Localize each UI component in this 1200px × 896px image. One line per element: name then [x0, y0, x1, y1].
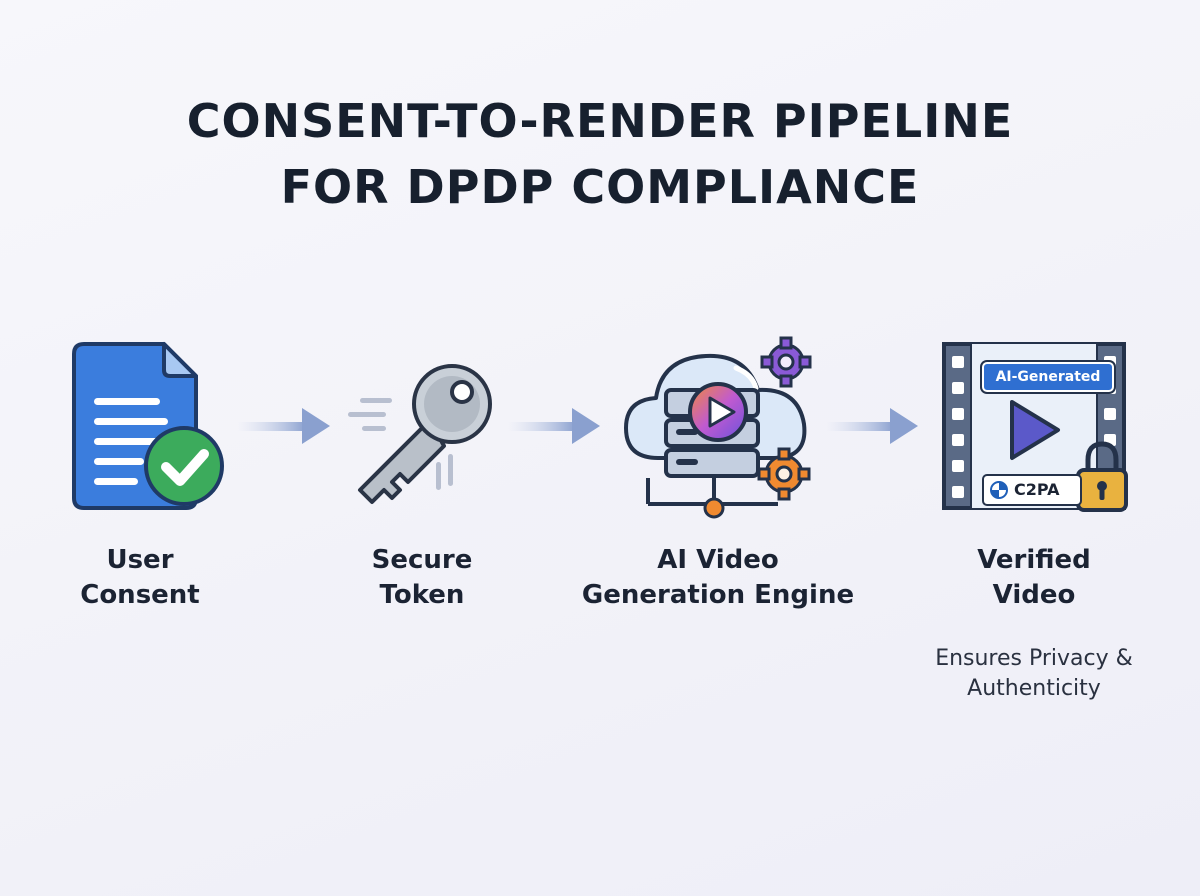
video-film-icon: AI-Generated C2PA — [940, 340, 1130, 520]
privacy-authenticity-note: Ensures Privacy & Authenticity — [935, 646, 1133, 701]
consent-document-icon — [72, 342, 224, 510]
step-label-verified-video: Verified Video — [977, 545, 1091, 610]
c2pa-badge: C2PA — [982, 474, 1082, 506]
key-icon — [348, 364, 492, 504]
diagram-title: CONSENT-TO-RENDER PIPELINE FOR DPDP COMP… — [0, 88, 1200, 220]
flow-arrow-2 — [508, 408, 600, 444]
title-line-2: FOR DPDP COMPLIANCE — [280, 160, 920, 214]
step-label-user-consent: User Consent — [80, 545, 200, 610]
c2pa-logo-icon — [990, 481, 1008, 499]
step-label-secure-token: Secure Token — [371, 545, 473, 610]
flow-arrow-3 — [826, 408, 918, 444]
ai-generated-badge: AI-Generated — [982, 362, 1114, 392]
title-line-1: CONSENT-TO-RENDER PIPELINE — [186, 94, 1014, 148]
step-label-ai-engine: AI Video Generation Engine — [581, 545, 855, 610]
cloud-server-icon — [624, 336, 812, 519]
flow-arrow-1 — [238, 408, 330, 444]
